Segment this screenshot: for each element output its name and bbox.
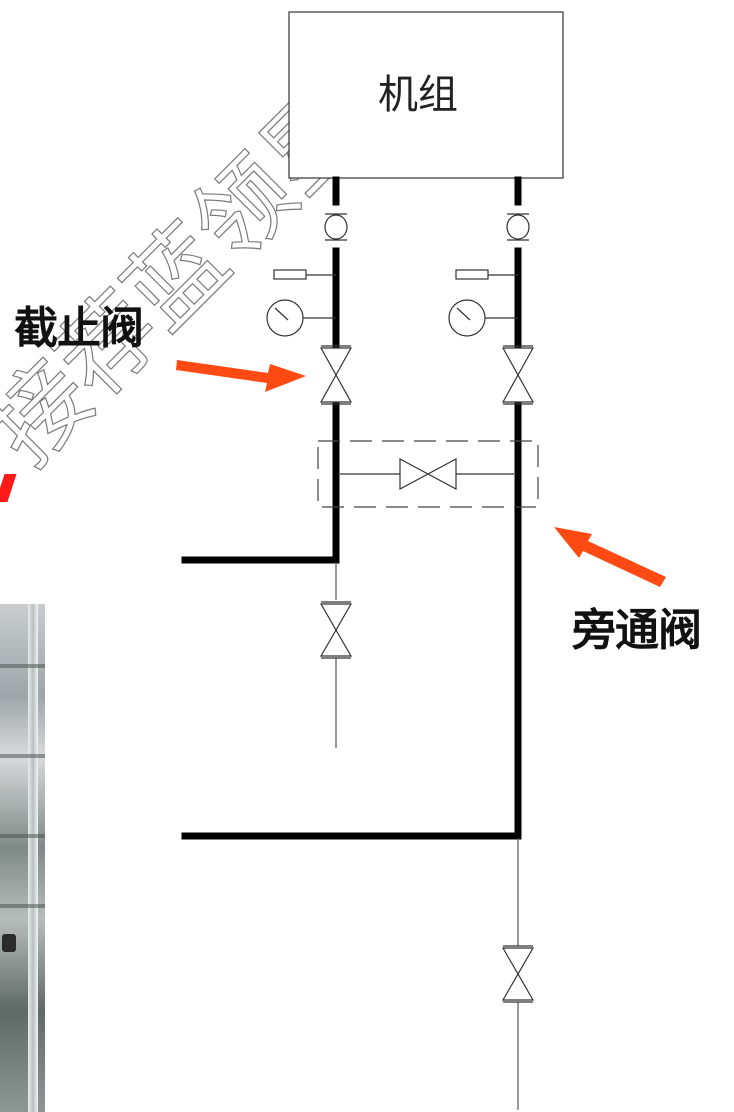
pressure-gauge-left-icon [266,299,336,337]
unit-box [288,11,564,179]
pressure-gauge-right-icon [448,299,518,337]
photo-band [0,754,45,758]
photo-band [0,834,45,838]
drain-valve-right-icon [501,945,535,1003]
bypass-valve-label: 旁通阀 [572,605,702,656]
bypass-dashed-box [317,440,539,508]
bypass-valve-icon [340,457,514,491]
flexible-connector-left [324,213,348,241]
right-riser-lower [181,400,522,840]
stop-valve-left-icon [319,345,353,405]
stop-valve-right-icon [501,345,535,405]
site-photo-fragment [0,604,45,1112]
flexible-connector-right [506,213,530,241]
stop-valve-label: 截止阀 [14,303,144,354]
drain-lines [335,562,519,1110]
thermometer-right-icon [455,269,518,280]
drain-valve-left-icon [319,601,353,659]
unit-label: 机组 [378,72,458,118]
left-riser-lower [181,400,340,564]
bypass-valve-arrow-icon [554,527,666,587]
pipe-network [181,176,522,840]
photo-band [0,904,45,908]
stop-valve-arrow-icon [176,360,306,392]
photo-band [0,664,45,668]
photo-pole [28,604,38,1112]
thermometer-left-icon [273,269,336,280]
photo-dark-object [2,934,16,952]
